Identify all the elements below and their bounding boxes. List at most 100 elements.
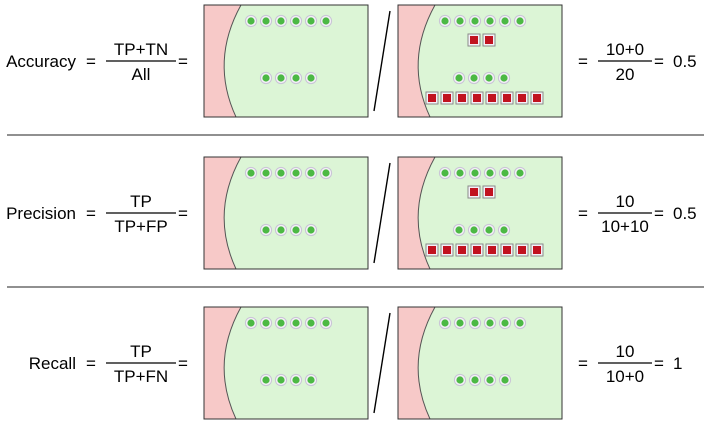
true-positive-dot [307,226,315,234]
true-positive-dot [486,17,494,25]
true-positive-dot [247,319,255,327]
true-positive-dot [277,226,285,234]
false-positive-square [458,246,466,254]
equals-sign: = [178,204,188,223]
negative-region [204,157,241,269]
metric-label: Recall [29,354,76,373]
formula-denominator: All [132,65,151,84]
false-positive-square [443,94,451,102]
numerator-panel [203,156,369,270]
true-positive-dot [307,169,315,177]
equals-sign: = [654,354,664,373]
denominator-panel [397,4,563,118]
division-slash [373,162,391,264]
true-positive-dot [307,376,315,384]
result-numerator: 10 [616,192,635,211]
true-positive-dot [471,376,479,384]
formula-denominator: TP+FN [114,367,168,386]
equals-sign: = [178,354,188,373]
negative-region [398,157,435,269]
true-positive-dot [441,169,449,177]
true-positive-dot [322,319,330,327]
true-positive-dot [262,169,270,177]
result-value: 0.5 [673,204,697,223]
true-positive-dot [322,169,330,177]
equals-sign: = [654,52,664,71]
panel-border [397,306,563,420]
true-positive-dot [262,226,270,234]
negative-region [398,307,435,419]
formula-denominator: TP+FP [114,217,167,236]
true-positive-dot [292,319,300,327]
decision-boundary [223,4,242,118]
true-positive-dot [501,319,509,327]
result-denominator: 10+10 [601,217,649,236]
true-positive-dot [292,74,300,82]
true-positive-dot [277,74,285,82]
true-positive-dot [485,226,493,234]
result-numerator: 10+0 [606,40,644,59]
true-positive-dot [486,169,494,177]
false-positive-square [533,94,541,102]
true-positive-dot [262,17,270,25]
false-positive-square [485,188,493,196]
true-positive-dot [441,17,449,25]
equals-sign: = [578,354,588,373]
true-positive-dot [456,376,464,384]
equals-sign: = [578,52,588,71]
true-positive-dot [456,319,464,327]
numerator-panel [203,4,369,118]
true-positive-dot [471,319,479,327]
negative-region [204,307,241,419]
true-positive-dot [292,376,300,384]
formula-numerator: TP [130,192,152,211]
false-positive-square [488,246,496,254]
true-positive-dot [516,169,524,177]
result-value: 1 [673,354,682,373]
denominator-panel [397,306,563,420]
false-positive-square [473,94,481,102]
true-positive-dot [307,74,315,82]
true-positive-dot [486,376,494,384]
numerator-panel [203,306,369,420]
decision-boundary [223,306,242,420]
true-positive-dot [262,74,270,82]
true-positive-dot [441,319,449,327]
true-positive-dot [516,17,524,25]
equals-sign: = [86,52,96,71]
formula-numerator: TP [130,342,152,361]
false-positive-square [503,246,511,254]
panel-border [203,306,369,420]
true-positive-dot [247,169,255,177]
false-positive-square [473,246,481,254]
result-denominator: 10+0 [606,367,644,386]
true-positive-dot [262,319,270,327]
false-positive-square [458,94,466,102]
true-positive-dot [292,169,300,177]
equals-sign: = [654,204,664,223]
true-positive-dot [501,17,509,25]
true-positive-dot [247,17,255,25]
false-positive-square [503,94,511,102]
true-positive-dot [307,319,315,327]
false-positive-square [428,246,436,254]
result-value: 0.5 [673,52,697,71]
true-positive-dot [485,74,493,82]
true-positive-dot [322,17,330,25]
true-positive-dot [456,169,464,177]
true-positive-dot [277,17,285,25]
panel-border [397,4,563,118]
false-positive-square [518,94,526,102]
decision-boundary [417,156,436,270]
equals-sign: = [86,354,96,373]
false-positive-square [485,36,493,44]
result-numerator: 10 [616,342,635,361]
true-positive-dot [307,17,315,25]
true-positive-dot [262,376,270,384]
panel-border [203,156,369,270]
false-positive-square [488,94,496,102]
true-positive-dot [501,376,509,384]
true-positive-dot [277,376,285,384]
decision-boundary [417,4,436,118]
true-positive-dot [292,226,300,234]
